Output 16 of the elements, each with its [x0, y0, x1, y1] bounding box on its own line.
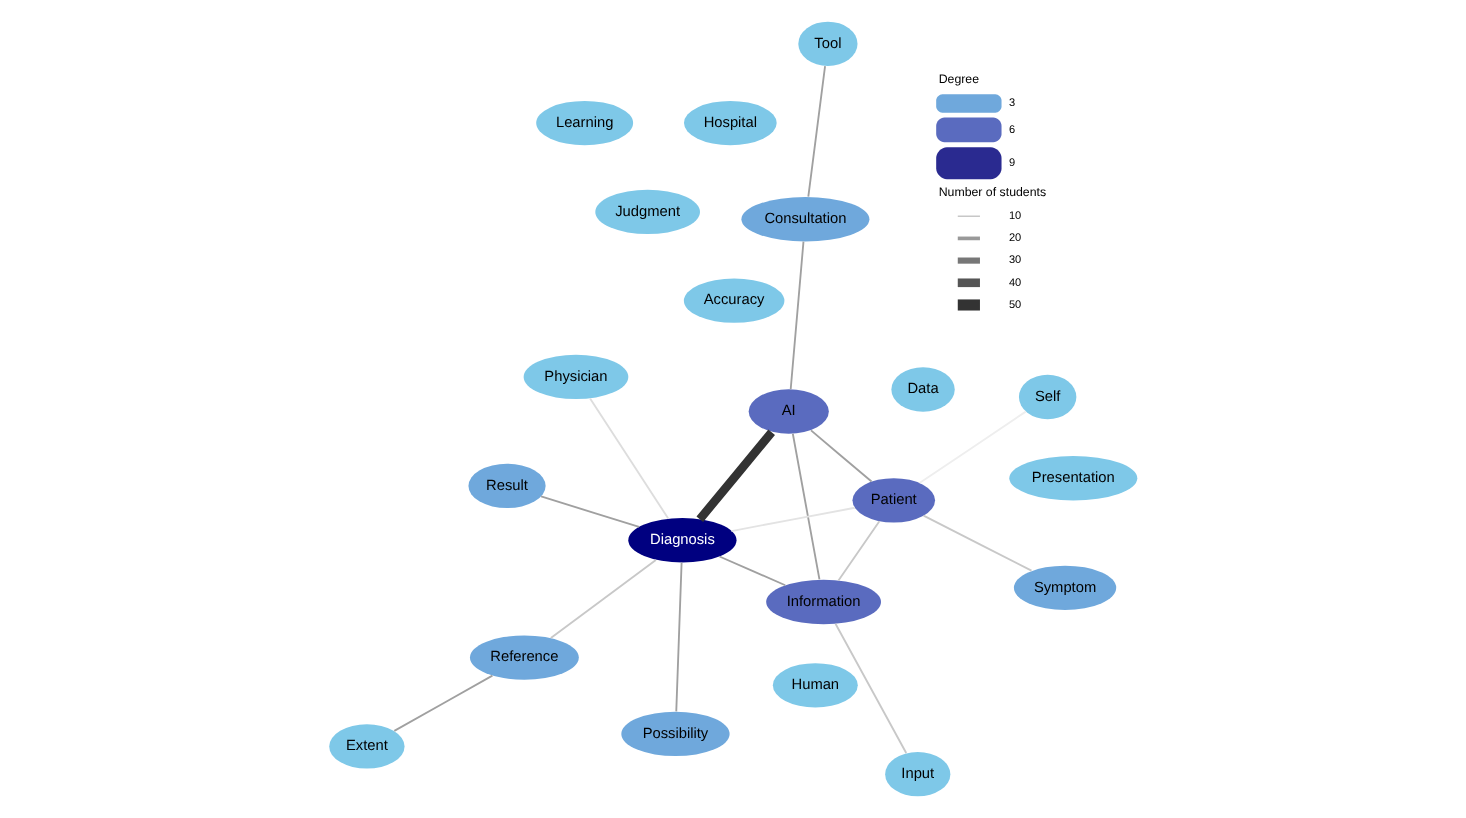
connector [393, 674, 494, 732]
connector [807, 65, 826, 198]
connector [730, 506, 856, 532]
connector [810, 429, 873, 483]
connector [675, 561, 683, 713]
connector [549, 559, 657, 639]
connector [837, 520, 881, 582]
connector [589, 397, 670, 520]
connector [718, 555, 787, 587]
connector [922, 514, 1033, 572]
connector [696, 429, 775, 522]
connector [791, 432, 821, 581]
connector [540, 495, 640, 528]
connector [918, 410, 1027, 484]
connector [834, 622, 908, 754]
connector [789, 240, 805, 391]
